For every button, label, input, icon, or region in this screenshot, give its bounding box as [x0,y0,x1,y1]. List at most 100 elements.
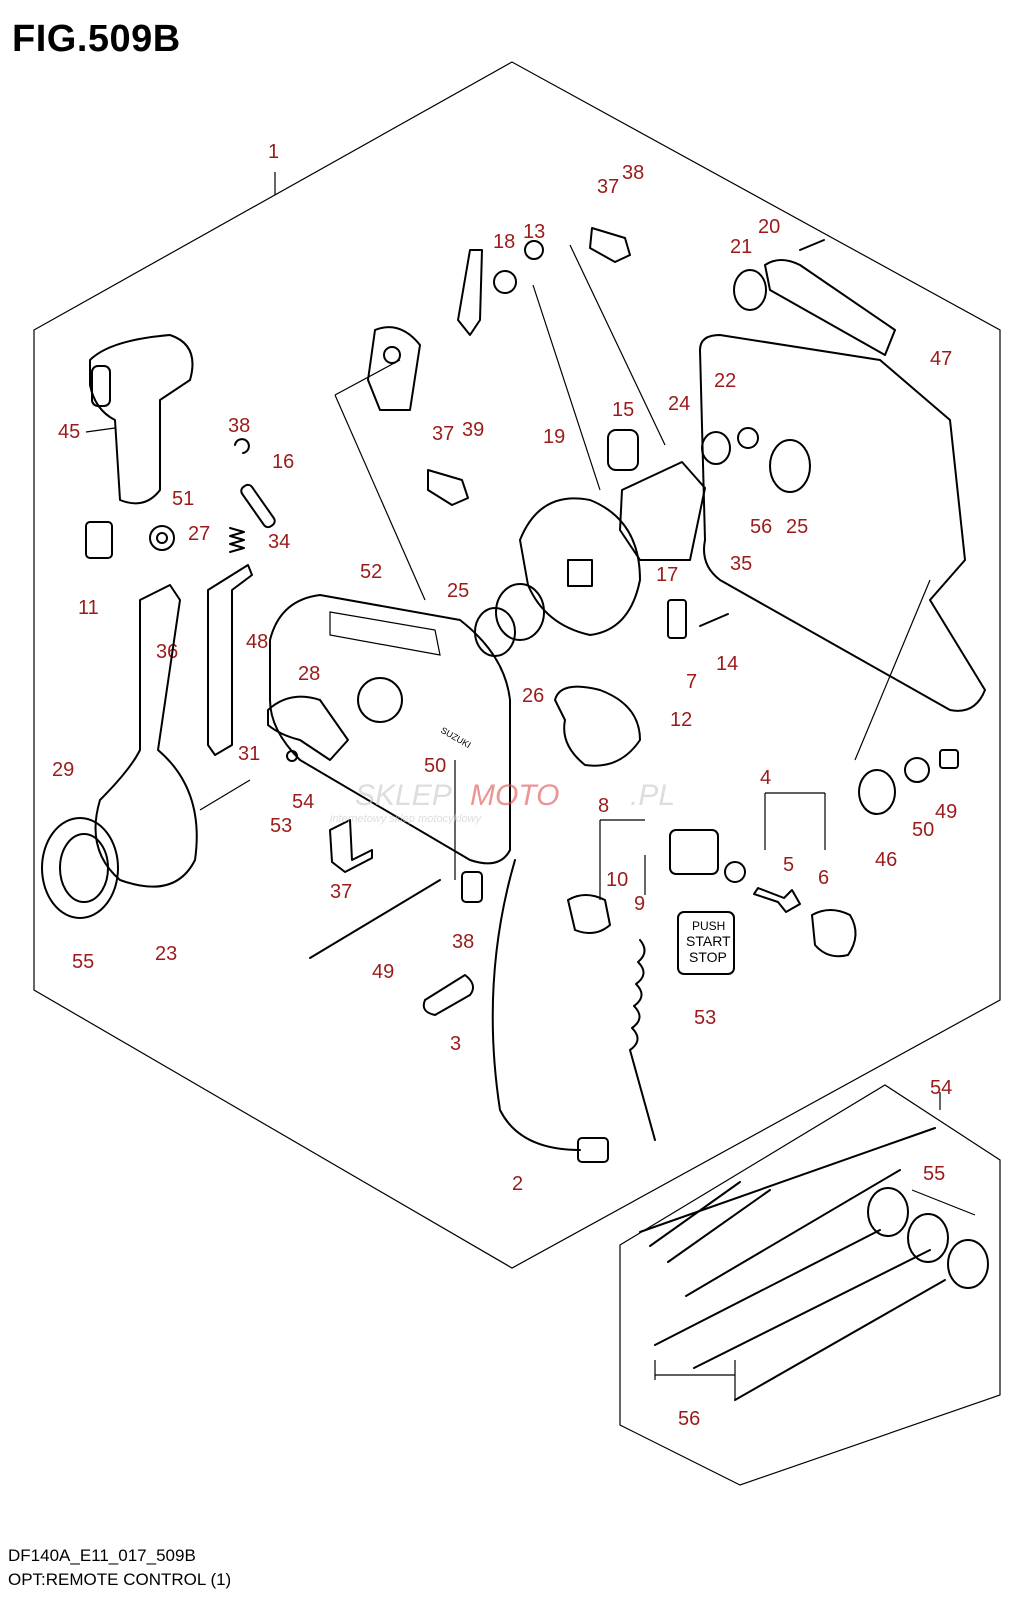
callout-37a: 37 [597,176,619,198]
bracket-35 [329,819,373,873]
callout-19: 19 [543,426,565,448]
callout-13: 13 [523,221,545,243]
callout-3: 3 [450,1033,461,1055]
callout-50: 51 [172,488,194,510]
callout-17: 17 [656,564,678,586]
callout-54: 54 [930,1077,952,1099]
callout-26: 26 [522,685,544,707]
watermark-tagline: internetowy sklep motocyklowy [330,813,483,825]
link-37a [589,227,631,263]
lanyard-9 [629,939,656,1141]
lever-grip-slot [91,365,111,407]
callout-49: 50 [912,819,934,841]
washer-13 [524,240,544,260]
bolt-56a [654,1229,881,1346]
callout-35: 37 [330,881,352,903]
kit-boundary [619,1084,1001,1486]
callout-42: 49 [372,961,394,983]
control-arm-24 [94,584,198,888]
figure-title: FIG.509B [12,18,181,60]
callout-21: 21 [730,236,752,258]
callout-25a: 25 [447,580,469,602]
buzzer-12 [554,685,641,767]
panel-label-line2: START [686,933,731,949]
spacer-55b [907,1213,949,1263]
bushing-39 [858,769,896,815]
ring-21 [733,269,767,311]
start-stop-button [677,911,735,975]
spring-31 [229,527,245,553]
hub-29-inner [59,833,109,903]
callout-15: 15 [612,399,634,421]
callout-52: 52 [360,561,382,583]
callout-38c: 39 [462,419,484,441]
callout-5: 5 [783,854,794,876]
callout-55: 55 [923,1163,945,1185]
spacer-55a [867,1187,909,1237]
callout-8: 8 [598,795,609,817]
knob-6 [811,909,857,958]
callout-28: 28 [298,663,320,685]
connector-2 [577,1137,609,1163]
suzuki-badge: SUZUKI [439,725,473,750]
ignition-key-slot [724,861,746,883]
callout-4: 4 [760,767,771,789]
callout-25b: 25 [786,516,808,538]
bushing-23 [701,431,731,465]
callout-1: 1 [268,141,279,163]
plate-17 [619,461,706,561]
switch-11 [85,521,113,559]
callout-44: 54 [292,791,314,813]
callout-12: 12 [670,709,692,731]
callout-41: 48 [246,631,268,653]
washer-22 [737,427,759,449]
callout-2: 2 [512,1173,523,1195]
callout-38a: 38 [228,415,250,437]
watermark-brand-right: .PL [630,779,675,812]
cover-34 [699,334,986,712]
callout-34: 35 [730,553,752,575]
callout-53: 53 [694,1007,716,1029]
bolt-56b [693,1249,931,1369]
screw-47 [799,239,825,251]
stop-switch-10 [567,894,611,935]
callout-16: 16 [272,451,294,473]
ring-25b [769,439,811,493]
bracket-neutral [367,326,421,411]
cable-tie-long [639,1127,936,1233]
switch-7 [667,599,687,639]
callout-20: 20 [758,216,780,238]
circlip-38a [234,438,250,454]
callout-46: 56 [750,516,772,538]
callout-27: 27 [188,523,210,545]
callout-30: 31 [238,743,260,765]
bracket-neutral-hole [383,346,401,364]
callout-24: 23 [155,943,177,965]
key-5 [753,887,801,913]
harness-2 [491,859,581,1151]
footer-title: OPT:REMOTE CONTROL (1) [8,1570,232,1589]
clip-36 [461,871,483,903]
housing-51 [269,594,511,865]
callout-18: 18 [493,231,515,253]
screw-14 [699,613,729,627]
callout-22: 22 [714,370,736,392]
callout-7: 7 [686,671,697,693]
arm-20 [764,259,896,356]
housing-panel [329,611,441,656]
watermark-brand-mid: MOTO [470,779,559,812]
spacer-55c [947,1239,989,1289]
lock-plate-27 [207,564,253,756]
callout-29: 29 [52,759,74,781]
detent-lever [457,249,483,336]
callout-43: 53 [270,815,292,837]
housing-bore [357,677,403,723]
pin-16 [240,483,276,529]
callout-10: 10 [606,869,628,891]
assembly-boundary [33,61,1001,1269]
bolt-42 [309,879,441,959]
watermark-brand-left: SKLEP [355,779,452,812]
cable-tie-c [685,1169,901,1297]
ignition-switch-4 [669,829,719,875]
callout-23: 24 [668,393,690,415]
